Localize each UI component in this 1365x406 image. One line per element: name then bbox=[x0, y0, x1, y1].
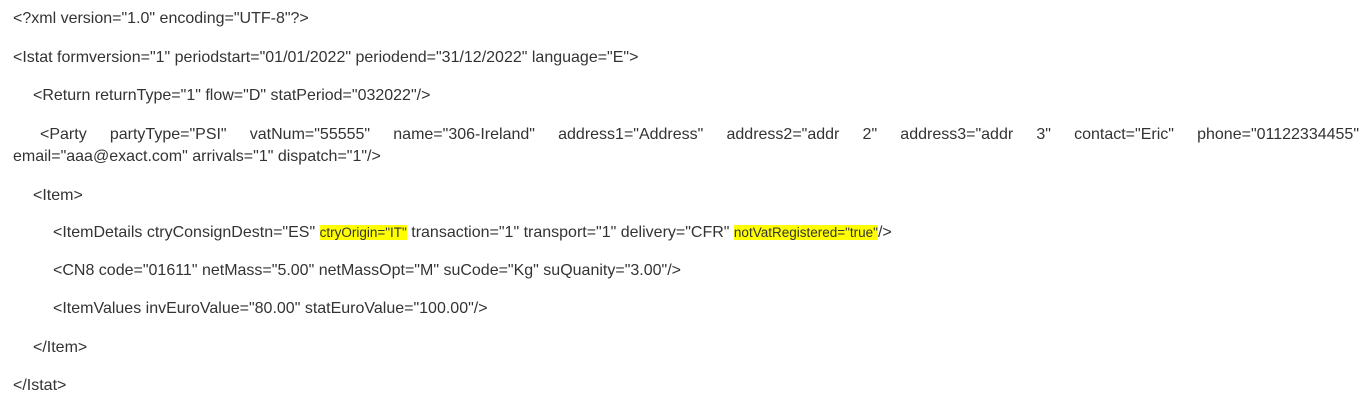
party-tag-line-continued: email="aaa@exact.com" arrivals="1" dispa… bbox=[13, 148, 381, 165]
item-details-text-end: /> bbox=[877, 224, 892, 241]
item-close-tag-line: </Item> bbox=[33, 339, 88, 356]
item-details-text-middle: transaction="1" transport="1" delivery="… bbox=[406, 224, 734, 241]
party-tag-line: <Party partyType="PSI" vatNum="55555" na… bbox=[40, 126, 1359, 143]
highlight-not-vat-registered: notVatRegistered="true" bbox=[733, 225, 878, 240]
item-details-tag-line: <ItemDetails ctryConsignDestn="ES" ctryO… bbox=[53, 222, 892, 244]
return-tag-line: <Return returnType="1" flow="D" statPeri… bbox=[33, 87, 431, 104]
cn8-tag-line: <CN8 code="01611" netMass="5.00" netMass… bbox=[53, 262, 681, 279]
item-values-tag-line: <ItemValues invEuroValue="80.00" statEur… bbox=[53, 300, 488, 317]
highlight-ctry-origin: ctryOrigin="IT" bbox=[319, 225, 407, 240]
istat-open-tag-line: <Istat formversion="1" periodstart="01/0… bbox=[13, 49, 639, 66]
istat-close-tag-line: </Istat> bbox=[13, 377, 67, 394]
item-details-text-start: <ItemDetails ctryConsignDestn="ES" bbox=[53, 224, 320, 241]
item-open-tag-line: <Item> bbox=[33, 187, 83, 204]
xml-declaration-line: <?xml version="1.0" encoding="UTF-8"?> bbox=[13, 10, 309, 27]
